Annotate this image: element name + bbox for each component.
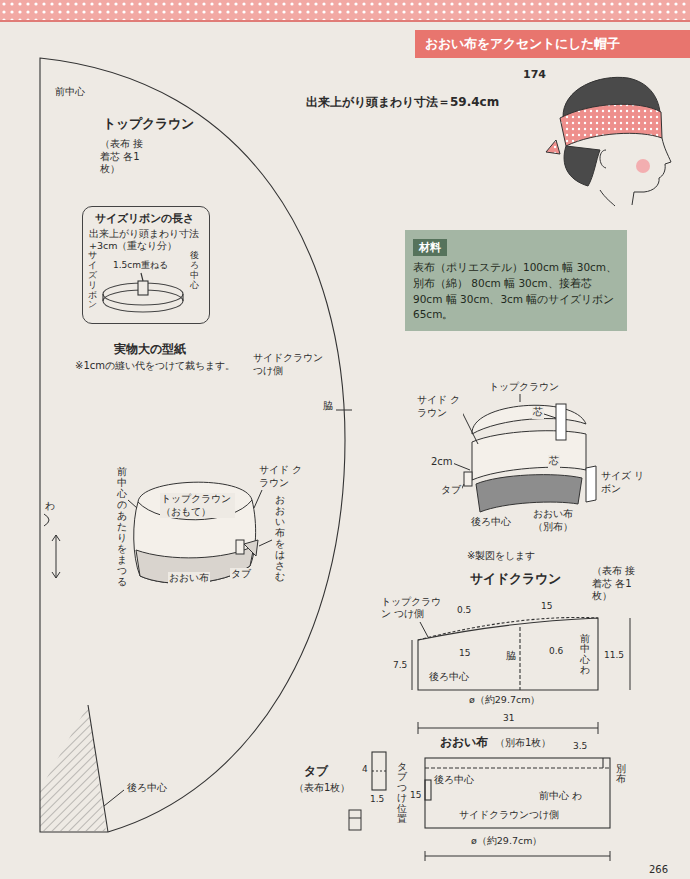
part-label: サイド クラウン (416, 394, 463, 419)
piece-outline (40, 58, 345, 832)
part-label: 前中心 わ (538, 790, 583, 802)
part-label: 脇 (505, 650, 517, 663)
dimension: ø（約29.7cm） (470, 835, 543, 847)
part-label: 後ろ中心 (470, 516, 512, 529)
piece-outline (372, 752, 386, 790)
dimension: 11.5 (603, 650, 625, 661)
part-label: トップクラウン （おもて） (160, 493, 235, 518)
leader-line (141, 273, 143, 281)
piece-name: サイドクラウン (470, 571, 561, 587)
dimension: 0.5 (456, 605, 472, 616)
note-text: 出来上がり頭まわり寸法 +3cm（重なり分） (89, 228, 205, 252)
part-label: タブ (440, 484, 462, 497)
instruction-text: おおい布をはさむ (274, 494, 286, 582)
part-label: サイドクラウンつけ側 (458, 809, 560, 821)
dimension-lines (349, 618, 630, 861)
top-band (0, 0, 690, 20)
part-label: タブつけ位置 (396, 762, 408, 825)
cut-note: （表布 接着芯 各1枚） (100, 138, 150, 176)
page-number: 174 (522, 68, 547, 82)
hat-illustration (128, 482, 272, 583)
dimension: 2cm (430, 456, 454, 469)
dimension: 3.5 (572, 741, 588, 752)
part-label: 芯 (548, 455, 560, 468)
part-label: 後ろ中心 (126, 782, 168, 795)
dimension: 7.5 (392, 660, 408, 671)
materials-text: 表布（ポリエステル）100cm 幅 30cm、別布（綿） 80cm 幅 30cm… (413, 260, 619, 323)
pattern-marks (44, 410, 352, 806)
instruction-text: 前中心のあたりをまつる (116, 466, 128, 587)
piece-outline (418, 618, 598, 690)
part-label: サイド クラウン (258, 464, 305, 489)
part-label: 芯 (532, 406, 544, 419)
exploded-illustration (450, 394, 596, 512)
note-text: ※1cmの縫い代をつけて裁ちます。 (74, 360, 236, 373)
fold-mark: わ (44, 500, 56, 513)
part-label: 前中心わ (579, 634, 591, 676)
page-number: 266 (648, 864, 669, 877)
note-text: ※製図をします (466, 550, 536, 563)
pattern-piece: おおい布 （別布1枚） (395, 733, 625, 838)
part-label: 別布 (615, 764, 627, 785)
dimension: 31 (502, 713, 515, 724)
section-heading: 実物大の型紙 (113, 342, 187, 357)
materials-box: 材料表布（ポリエステル）100cm 幅 30cm、別布（綿） 80cm 幅 30… (405, 230, 627, 331)
note-box: サイズリボンの長さ出来上がり頭まわり寸法 +3cm（重なり分） 1.5cm重ねる 後… (82, 206, 210, 324)
dashed-curve (418, 617, 598, 640)
cut-note: （別布1枚） (495, 737, 551, 750)
part-label: サイドクラウン つけ側 (252, 352, 327, 377)
piece-name: おおい布 (440, 735, 488, 750)
size-note: 出来上がり頭まわり寸法＝59.4cm (305, 95, 500, 110)
dimension: ø（約29.7cm） (468, 694, 541, 706)
pattern-piece: タブ （表布1枚） (294, 748, 389, 833)
piece-drawing (38, 56, 350, 836)
dimension: 15 (540, 601, 553, 612)
woman-illustration (546, 77, 671, 206)
dimension: 15 (409, 790, 422, 801)
dimension: 0.6 (548, 646, 564, 657)
top-rule (0, 20, 690, 22)
part-label: タブ (230, 568, 252, 581)
fold-line (425, 767, 610, 768)
materials-heading: 材料 (413, 239, 447, 256)
part-label: サイズ リボン (600, 470, 647, 495)
hatch-area (40, 705, 106, 831)
title-text: おおい布をアクセントにした帽子 (425, 35, 680, 53)
part-label: トップクラウン つけ側 (380, 596, 451, 620)
fold-line (372, 770, 386, 771)
cut-note: （表布 接着芯 各1枚） (592, 565, 644, 603)
ribbon-overlap (138, 281, 148, 295)
part-label: 脇 (322, 400, 334, 413)
part-label: 後ろ中心 (433, 774, 475, 786)
part-label: 前中心 (54, 86, 86, 99)
back-center-line (88, 705, 108, 832)
piece-name: タブ (304, 764, 328, 779)
note-heading: サイズリボンの長さ (95, 212, 194, 226)
side-line (519, 627, 520, 690)
part-label: おおい布 （別布） (532, 508, 586, 533)
tab-mark (425, 780, 431, 800)
title-tab: おおい布をアクセントにした帽子 (415, 30, 690, 58)
part-label: 後ろ中心 (428, 671, 470, 683)
part-label: おおい布 (168, 572, 210, 585)
piece-drawing (395, 733, 625, 838)
cut-note: （表布1枚） (294, 782, 350, 795)
note-text: 後ろ中心 (190, 251, 199, 291)
part-label: トップクラウン (488, 381, 560, 394)
piece-outline (425, 758, 610, 828)
dimension: 4 (361, 764, 369, 775)
dimension: 1.5 (369, 794, 385, 805)
dimension: 15 (458, 648, 471, 659)
dimension-line (602, 758, 603, 768)
pattern-piece: トップクラウン （表布 接着芯 各1枚） サイズリボンの長さ出来上がり頭まわり寸法 … (38, 56, 350, 836)
note-text: 1.5cm重ねる (113, 260, 168, 271)
note-text: サイズリボン (88, 251, 97, 310)
piece-name: トップクラウン (103, 116, 194, 132)
